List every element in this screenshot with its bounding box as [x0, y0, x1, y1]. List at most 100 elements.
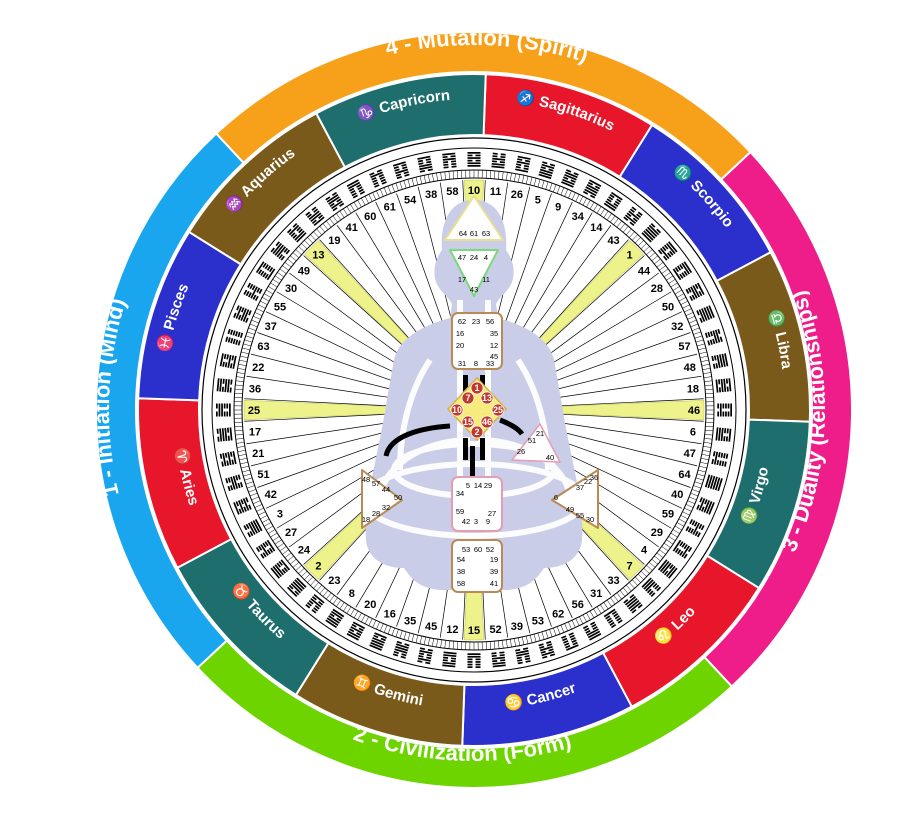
gate-spoke [533, 291, 672, 375]
gate-spoke [537, 311, 683, 381]
throat-gate-35: 35 [490, 329, 498, 338]
gate-spoke [509, 212, 593, 351]
gate-spoke [375, 201, 445, 347]
throat-gate-56: 56 [486, 317, 494, 326]
g-gate-25: 25 [493, 405, 503, 415]
hexagram-glyph [442, 651, 457, 668]
gate-number-61: 61 [384, 202, 396, 214]
gate-spoke [543, 375, 702, 401]
hexagram-glyph [325, 191, 345, 212]
hexagram-glyph [467, 152, 481, 167]
root-gate-38: 38 [457, 567, 465, 576]
hexagram-glyph [603, 191, 623, 212]
gate-spoke [539, 332, 691, 387]
g-gate-46: 46 [482, 417, 492, 427]
gate-number-4: 4 [641, 545, 648, 557]
gate-number-49: 49 [298, 265, 310, 277]
gate-number-64: 64 [678, 469, 691, 481]
hexagram-glyph [225, 328, 244, 346]
sacral-gate-14: 14 [474, 481, 482, 490]
gate-number-47: 47 [684, 448, 696, 460]
gate-number-16: 16 [384, 608, 396, 620]
hexagram-glyph [696, 497, 715, 515]
gate-number-37: 37 [265, 321, 277, 333]
hexagram-glyph [243, 282, 263, 302]
hexagram-glyph [305, 206, 325, 227]
gate-spoke [244, 413, 405, 422]
throat-gate-23: 23 [472, 317, 480, 326]
gate-number-13: 13 [312, 249, 324, 261]
throat-gate-45: 45 [490, 352, 498, 361]
gate-spoke [530, 272, 659, 369]
hexagram-glyph [286, 222, 307, 243]
gate-number-63: 63 [257, 341, 269, 353]
hexagram-glyph [561, 169, 579, 188]
gate-number-36: 36 [249, 383, 261, 395]
hexagram-glyph [255, 539, 276, 559]
hexagram-glyph [325, 608, 345, 629]
hexagram-glyph [219, 353, 237, 369]
hexagram-glyph [685, 518, 705, 538]
hexagram-glyph [672, 261, 693, 281]
g-activation-circle [470, 381, 484, 395]
root-gate-60: 60 [474, 545, 482, 554]
hexagram-glyph [270, 559, 291, 579]
hexagram-glyph [717, 403, 732, 417]
gate-number-35: 35 [404, 616, 416, 628]
gate-number-41: 41 [346, 222, 358, 234]
ajna-gate-11: 11 [482, 275, 490, 284]
hexagram-glyph [305, 593, 325, 614]
hexagram-glyph [255, 261, 276, 281]
hexagram-glyph [704, 474, 723, 492]
gate-number-6: 6 [690, 427, 696, 439]
g-activation-circle [470, 425, 484, 439]
root-gate-58: 58 [457, 579, 465, 588]
solar-gate-6: 6 [554, 493, 558, 502]
gate-spoke [355, 212, 439, 351]
hexagram-glyph [538, 161, 556, 180]
throat-gate-33: 33 [486, 359, 494, 368]
gate-number-8: 8 [349, 588, 355, 600]
hexagram-glyph [442, 152, 457, 169]
gate-number-55: 55 [274, 301, 286, 313]
gate-number-17: 17 [249, 427, 261, 439]
gate-number-25: 25 [248, 405, 260, 417]
throat-gate-31: 31 [458, 359, 466, 368]
hexagram-glyph [515, 647, 531, 665]
gate-number-34: 34 [572, 211, 585, 223]
g-activation-circle [450, 403, 464, 417]
gate-number-58: 58 [446, 186, 458, 198]
hexagram-glyph [603, 608, 623, 629]
head-gate-63: 63 [482, 229, 490, 238]
hexagram-glyph [538, 640, 556, 659]
g-gate-10: 10 [452, 405, 462, 415]
throat-gate-8: 8 [474, 359, 478, 368]
hexagram-glyph [711, 451, 729, 467]
gate-number-60: 60 [364, 211, 376, 223]
g-activation-circle [480, 415, 494, 429]
hexagram-glyph [219, 451, 237, 467]
gate-spoke [250, 353, 407, 394]
gate-spoke [541, 426, 698, 467]
hexagram-glyph [233, 497, 252, 515]
ajna-gate-4: 4 [484, 253, 488, 262]
gate-number-21: 21 [252, 448, 264, 460]
gate-number-28: 28 [651, 283, 663, 295]
gate-number-29: 29 [651, 527, 663, 539]
hexagram-glyph [561, 632, 579, 651]
g-gate-15: 15 [463, 417, 473, 427]
gate-number-23: 23 [328, 575, 340, 587]
gate-spoke [503, 201, 573, 347]
root-center [451, 539, 503, 593]
gate-number-40: 40 [671, 489, 683, 501]
hexagram-glyph [417, 647, 433, 665]
gate-number-39: 39 [511, 621, 523, 633]
sacral-gate-5: 5 [466, 481, 470, 490]
gate-spoke [265, 311, 411, 381]
head-gate-64: 64 [459, 229, 467, 238]
gate-number-62: 62 [552, 608, 564, 620]
solar-gate-36: 36 [590, 473, 598, 482]
degree-ticks [234, 170, 714, 650]
